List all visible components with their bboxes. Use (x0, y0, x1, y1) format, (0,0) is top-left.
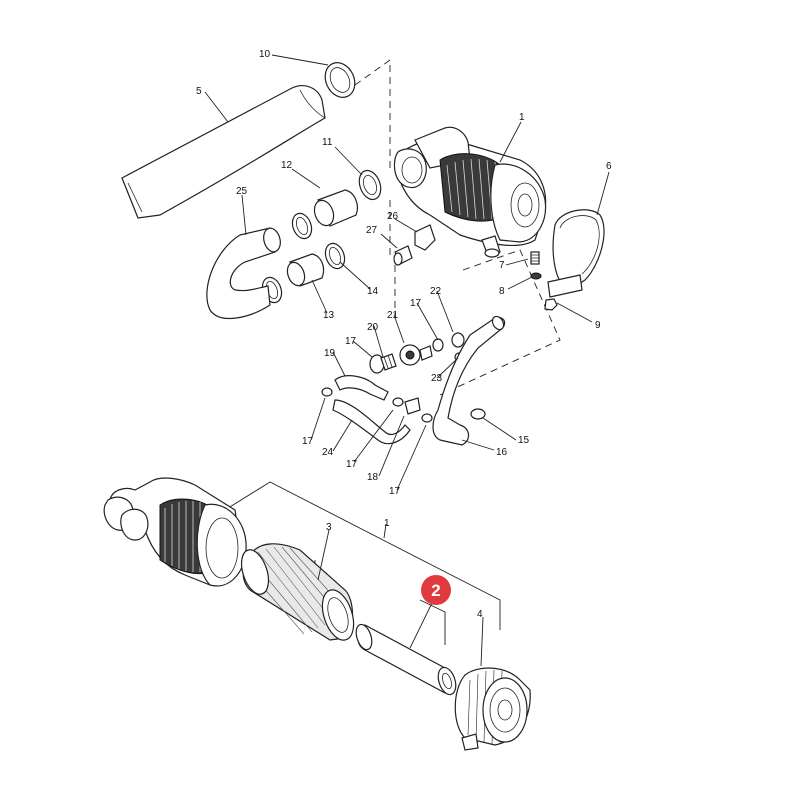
hose-part-19 (334, 375, 389, 401)
dashed-reference-lines (354, 59, 561, 396)
callout-22: 22 (430, 286, 442, 297)
callout-17-e: 17 (389, 486, 401, 497)
callout-15: 15 (518, 435, 530, 446)
callout-26: 26 (387, 211, 399, 222)
callout-13: 13 (323, 310, 335, 321)
callout-23: 23 (431, 373, 443, 384)
clamp-part-10 (324, 62, 356, 98)
callout-1-lower: 1 (384, 518, 390, 529)
callout-21: 21 (387, 310, 399, 321)
callout-11: 11 (322, 137, 333, 148)
callout-24: 24 (322, 447, 334, 458)
primary-filter-element-part-3 (240, 543, 355, 641)
safety-filter-element-part-2 (355, 623, 457, 696)
callout-17-b: 17 (345, 336, 357, 347)
hose-part-24 (332, 399, 411, 445)
end-cover-part-4 (454, 667, 531, 751)
nut-part-9 (544, 298, 558, 311)
hose-part-16 (432, 315, 506, 446)
callout-9: 9 (595, 320, 601, 331)
callout-8: 8 (499, 286, 505, 297)
callout-12: 12 (281, 160, 293, 171)
callout-10: 10 (259, 49, 271, 60)
callout-17-d: 17 (346, 459, 358, 470)
bolt-part-7 (530, 251, 540, 265)
highlight-badge-label: 2 (431, 581, 440, 600)
intake-duct-part-5 (121, 85, 326, 219)
nozzle-part-27 (393, 245, 413, 266)
elbow-hose-part-25 (206, 227, 281, 319)
mounting-band-part-6 (547, 209, 605, 298)
callout-6: 6 (606, 161, 612, 172)
callout-18: 18 (367, 472, 379, 483)
callout-3: 3 (326, 522, 332, 533)
callout-1-top: 1 (519, 112, 525, 123)
sleeve-part-13 (286, 253, 325, 287)
leader-lines (204, 54, 610, 667)
callout-5: 5 (196, 86, 202, 97)
callout-20: 20 (367, 322, 379, 333)
clamp-part-14 (324, 242, 346, 270)
callout-19: 19 (324, 348, 336, 359)
highlight-badge-part-2: 2 (421, 575, 451, 605)
callout-25: 25 (236, 186, 248, 197)
washer-part-8 (530, 272, 542, 280)
callout-4: 4 (477, 609, 483, 620)
callout-17-c: 17 (302, 436, 314, 447)
clamp-upper-left (291, 212, 313, 240)
fittings-parts-17-23 (321, 332, 486, 423)
clamp-part-11 (358, 169, 382, 201)
air-filter-housing-top-part-1 (393, 126, 547, 258)
callout-16: 16 (496, 447, 508, 458)
callout-7: 7 (499, 260, 505, 271)
callout-27: 27 (366, 225, 378, 236)
air-filter-housing-lower (103, 477, 247, 587)
bracket-part-26 (414, 224, 436, 251)
sleeve-part-12 (313, 189, 358, 227)
callout-14: 14 (367, 286, 379, 297)
callout-labels: 10 5 1 11 6 12 25 26 27 7 8 14 22 17 13 … (196, 49, 612, 620)
callout-17-a: 17 (410, 298, 422, 309)
